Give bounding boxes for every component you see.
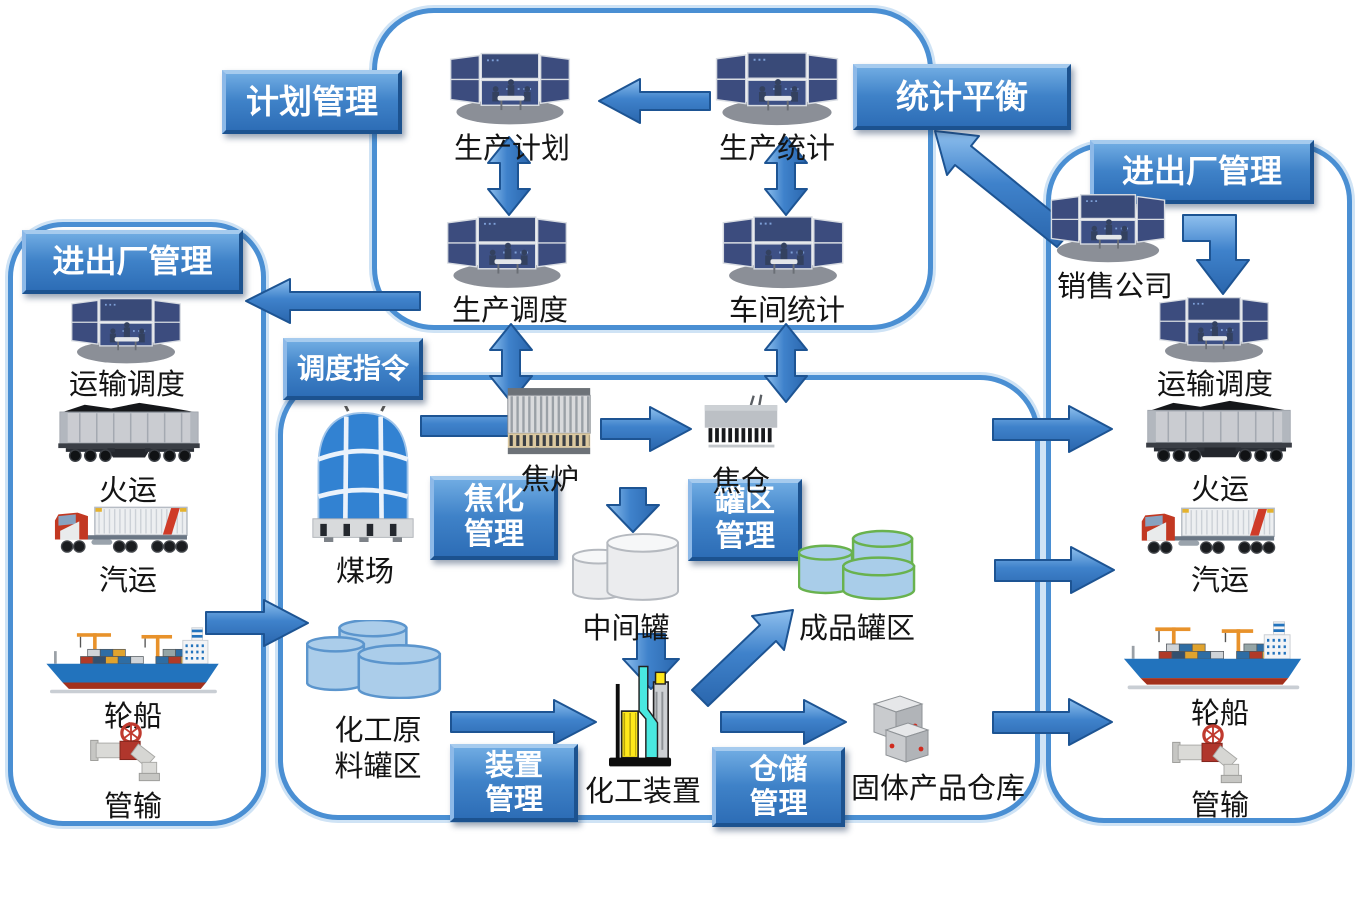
- node-coke-bin: 焦仓: [711, 464, 770, 498]
- raw-material-tanks-icon: [306, 620, 442, 699]
- coal-dome-icon: [312, 406, 414, 542]
- node-ship-left: 轮船: [103, 699, 162, 733]
- node-workshop-stats: 车间统计: [728, 293, 845, 327]
- pipeline-valve-icon: [89, 722, 162, 783]
- node-chem-raw-line1: 化工原: [334, 713, 422, 747]
- label-plan-management: 计划管理: [222, 70, 402, 134]
- control-room-icon: [715, 51, 839, 127]
- label-tank-area-line1: 罐区: [715, 484, 775, 520]
- warehouse-boxes-icon: [872, 695, 930, 763]
- label-unit-management: 装置 管理: [450, 744, 578, 822]
- control-room-icon: [1158, 296, 1270, 364]
- node-rail-left: 火运: [98, 473, 157, 507]
- pipeline-valve-icon: [1171, 724, 1244, 785]
- label-dispatch-command: 调度指令: [283, 338, 423, 400]
- node-production-plan: 生产计划: [453, 131, 570, 165]
- node-transport-dispatch-left: 运输调度: [68, 367, 185, 401]
- freight-train-icon: [45, 400, 213, 466]
- label-inout-right-text: 进出厂管理: [1121, 152, 1282, 191]
- cargo-ship-icon: [45, 626, 221, 695]
- label-tank-area-management: 罐区 管理: [688, 479, 802, 561]
- node-solid-warehouse: 固体产品仓库: [850, 771, 1025, 805]
- node-sales-company: 销售公司: [1056, 269, 1173, 303]
- coke-oven-icon: [507, 388, 591, 455]
- label-stats-balance: 统计平衡: [853, 64, 1071, 130]
- node-chem-plant: 化工装置: [584, 774, 701, 808]
- label-warehouse-line2: 管理: [749, 786, 808, 820]
- node-road-right: 汽运: [1190, 563, 1249, 597]
- node-transport-dispatch-right: 运输调度: [1156, 367, 1273, 401]
- label-coking-management: 焦化 管理: [430, 476, 558, 560]
- label-coking-line2: 管理: [464, 517, 524, 552]
- label-warehouse-line1: 仓储: [749, 752, 808, 787]
- label-unit-line2: 管理: [484, 782, 543, 816]
- node-pipeline-left: 管输: [103, 789, 162, 823]
- node-production-dispatch: 生产调度: [451, 293, 568, 327]
- product-tanks-icon: [798, 529, 916, 601]
- label-plan-management-text: 计划管理: [246, 81, 378, 121]
- label-coking-line1: 焦化: [464, 482, 524, 518]
- control-room-icon: [70, 297, 182, 365]
- label-dispatch-command-text: 调度指令: [296, 351, 409, 385]
- node-ship-right: 轮船: [1190, 696, 1249, 730]
- node-pipeline-right: 管输: [1190, 788, 1249, 822]
- cargo-ship-icon: [1122, 620, 1303, 691]
- node-chem-raw-line2: 料罐区: [334, 749, 422, 784]
- chemical-plant-icon: [609, 665, 672, 767]
- coke-bunker-icon: [704, 394, 778, 448]
- container-truck-icon: [48, 503, 200, 557]
- container-truck-icon: [1133, 504, 1289, 558]
- node-road-left: 汽运: [98, 563, 157, 597]
- label-stats-balance-text: 统计平衡: [896, 76, 1028, 116]
- intermediate-tanks-icon: [572, 533, 680, 601]
- label-inout-left-text: 进出厂管理: [52, 242, 213, 281]
- node-coke-oven: 焦炉: [520, 462, 579, 496]
- node-coal-yard: 煤场: [335, 554, 394, 588]
- node-product-tank-area: 成品罐区: [798, 611, 915, 645]
- label-tank-area-line2: 管理: [715, 519, 775, 554]
- control-room-icon: [722, 215, 844, 290]
- control-room-icon: [1050, 193, 1166, 264]
- node-production-stats: 生产统计: [718, 131, 835, 165]
- label-warehouse-management: 仓储 管理: [712, 747, 845, 827]
- freight-train-icon: [1135, 398, 1303, 466]
- label-inout-management-left: 进出厂管理: [22, 230, 243, 294]
- node-rail-right: 火运: [1190, 472, 1249, 506]
- label-unit-line1: 装置: [484, 748, 543, 783]
- label-inout-management-right: 进出厂管理: [1090, 140, 1314, 204]
- control-room-icon: [446, 216, 568, 289]
- node-chem-raw-tank-area: 化工原 料罐区: [326, 712, 430, 785]
- node-intermediate-tank: 中间罐: [582, 611, 670, 645]
- control-room-icon: [449, 52, 571, 126]
